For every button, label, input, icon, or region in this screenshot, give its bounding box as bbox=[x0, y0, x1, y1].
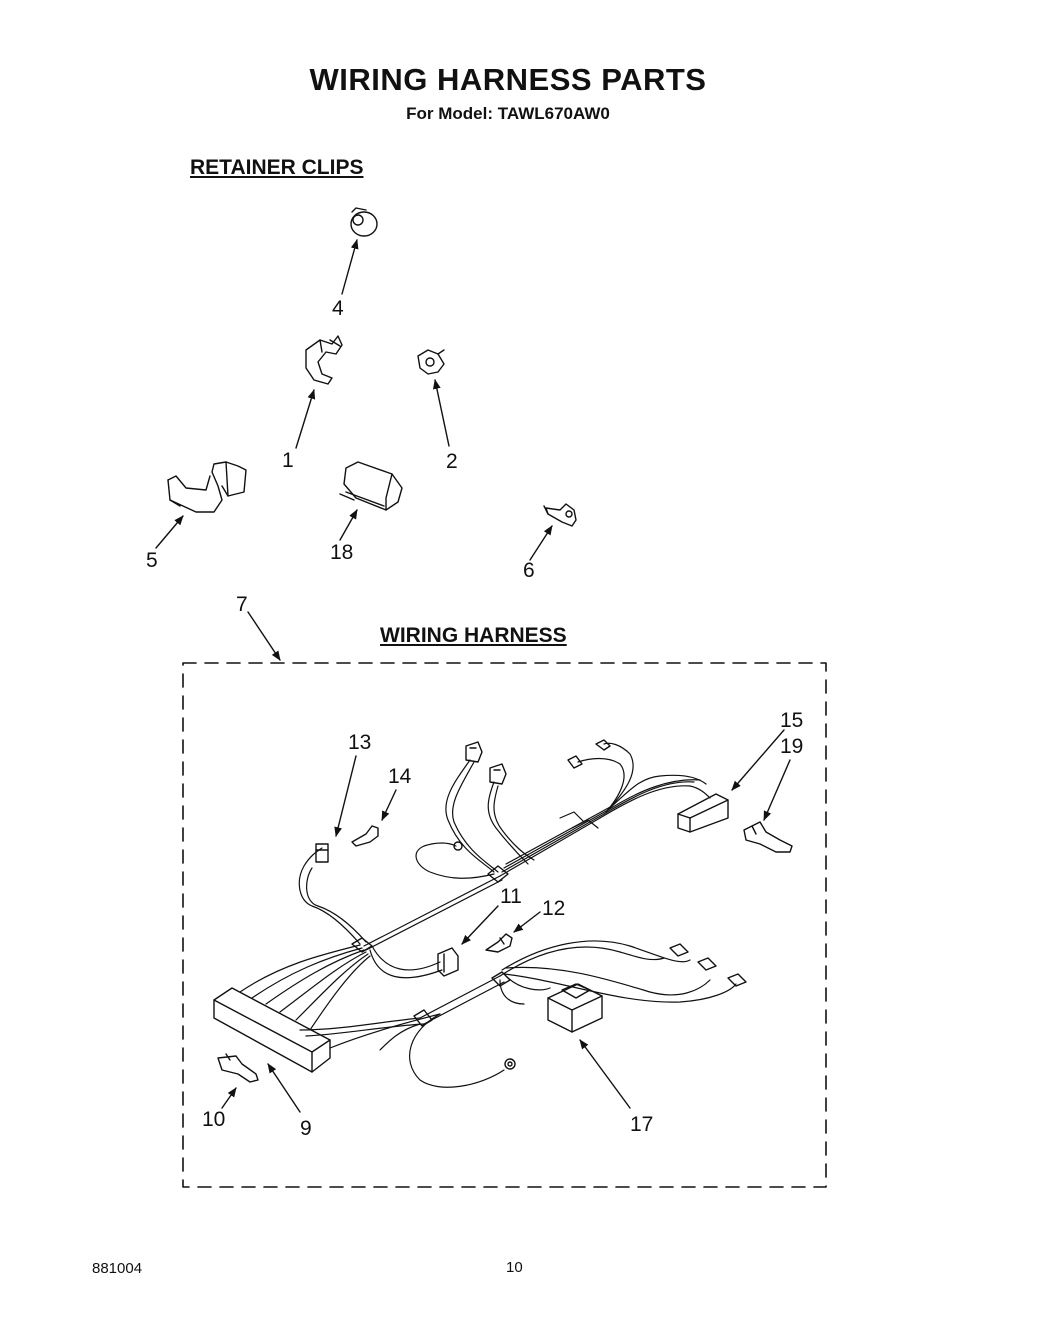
harness-wires-lower bbox=[379, 940, 737, 1088]
clip-2-part bbox=[417, 349, 445, 375]
terminal-14 bbox=[351, 825, 379, 847]
connector-13 bbox=[315, 843, 329, 863]
arrow-15 bbox=[731, 729, 785, 791]
sleeve-junction-2 bbox=[487, 865, 509, 883]
callout-13: 13 bbox=[348, 731, 372, 754]
clip-4-part bbox=[350, 207, 378, 237]
callout-17: 17 bbox=[630, 1113, 654, 1136]
section-heading-wiring-harness: WIRING HARNESS bbox=[380, 624, 567, 647]
callout-11: 11 bbox=[500, 885, 522, 908]
callout-4: 4 bbox=[332, 297, 344, 320]
callout-15: 15 bbox=[780, 709, 804, 732]
terminal-10 bbox=[217, 1053, 259, 1083]
harness-wires-main bbox=[239, 847, 503, 1049]
connector-top-1 bbox=[465, 741, 483, 763]
arrow-18 bbox=[339, 509, 358, 541]
terminal-lower-b bbox=[697, 957, 717, 971]
section-heading-retainer-clips: RETAINER CLIPS bbox=[190, 156, 364, 179]
callout-2: 2 bbox=[446, 450, 458, 473]
sleeve-junction-1 bbox=[351, 937, 373, 953]
clip-6-part bbox=[543, 503, 577, 527]
harness-wires-upper bbox=[415, 759, 613, 879]
arrow-1 bbox=[295, 389, 316, 449]
connector-17 bbox=[547, 983, 603, 1033]
harness-wires-right bbox=[559, 742, 711, 829]
connector-11 bbox=[437, 947, 459, 977]
arrow-4 bbox=[341, 239, 359, 295]
sleeve-junction-3 bbox=[413, 1009, 433, 1027]
arrow-11 bbox=[461, 905, 499, 945]
ring-terminal-lower bbox=[504, 1058, 516, 1070]
callout-6: 6 bbox=[523, 559, 535, 582]
page-title: WIRING HARNESS PARTS bbox=[309, 62, 707, 97]
clip-1-part bbox=[305, 335, 343, 385]
terminal-lower-c bbox=[727, 973, 747, 987]
main-connector-9 bbox=[213, 987, 331, 1073]
arrow-14 bbox=[381, 789, 397, 821]
callout-7: 7 bbox=[236, 593, 248, 616]
clip-18-part bbox=[339, 461, 403, 511]
arrow-12 bbox=[513, 911, 541, 933]
callout-14: 14 bbox=[388, 765, 412, 788]
arrow-10 bbox=[221, 1087, 237, 1109]
ring-terminal-upper bbox=[453, 841, 463, 851]
arrow-7 bbox=[247, 611, 281, 661]
terminal-19 bbox=[743, 821, 793, 853]
footer-page-number: 10 bbox=[506, 1259, 523, 1276]
arrow-5 bbox=[155, 515, 184, 549]
arrow-19 bbox=[763, 759, 791, 821]
callout-18: 18 bbox=[330, 541, 354, 564]
sleeve-junction-4 bbox=[491, 971, 511, 987]
harness-boundary bbox=[182, 662, 827, 1188]
connector-15 bbox=[677, 793, 729, 833]
callout-19: 19 bbox=[780, 735, 804, 758]
callout-12: 12 bbox=[542, 897, 566, 920]
connector-top-2 bbox=[489, 763, 507, 785]
terminal-top-a bbox=[595, 739, 611, 751]
callout-1: 1 bbox=[282, 449, 294, 472]
callout-5: 5 bbox=[146, 549, 158, 572]
terminal-lower-a bbox=[669, 943, 689, 957]
terminal-12 bbox=[485, 933, 513, 953]
arrow-17 bbox=[579, 1039, 631, 1109]
clip-5-part bbox=[167, 461, 247, 513]
arrow-9 bbox=[267, 1063, 301, 1113]
arrow-13 bbox=[334, 755, 357, 837]
arrow-2 bbox=[432, 379, 450, 447]
terminal-top-b bbox=[567, 755, 583, 769]
callout-10: 10 bbox=[202, 1108, 226, 1131]
model-subtitle: For Model: TAWL670AW0 bbox=[406, 104, 610, 123]
footer-document-code: 881004 bbox=[92, 1260, 143, 1277]
callout-9: 9 bbox=[300, 1117, 312, 1140]
arrow-6 bbox=[529, 525, 553, 561]
